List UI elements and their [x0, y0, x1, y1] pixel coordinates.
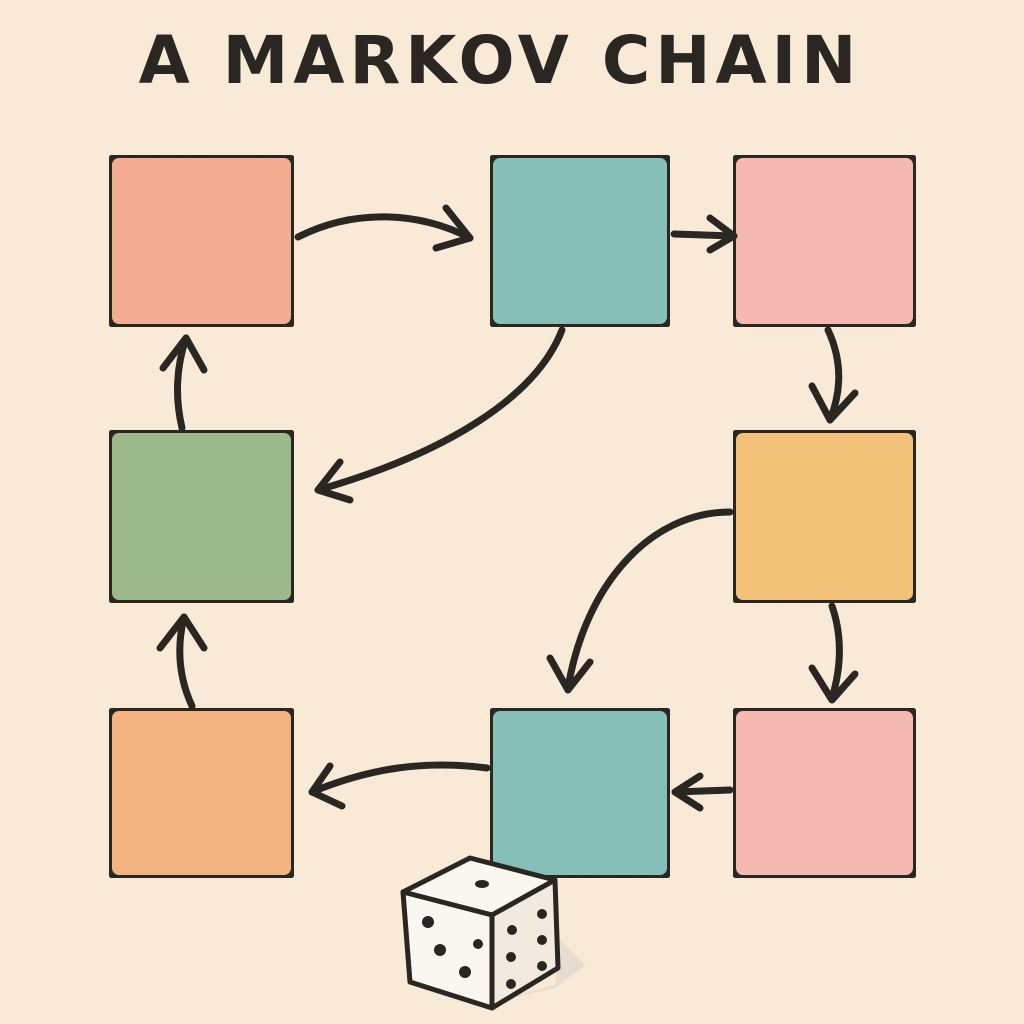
state-middle-right — [730, 427, 919, 606]
dice-icon — [400, 855, 585, 1011]
state-bottom-middle — [487, 705, 673, 881]
state-top-right — [730, 152, 919, 330]
state-top-middle — [487, 152, 673, 330]
transition-arrow — [156, 613, 208, 710]
transitions-layer — [156, 204, 859, 812]
transition-arrow — [808, 602, 859, 704]
transition-arrow — [670, 214, 738, 254]
states-layer — [106, 152, 919, 881]
state-middle-left — [106, 427, 297, 606]
transition-arrow — [808, 326, 859, 424]
transition-arrow — [546, 508, 734, 694]
transition-arrow — [159, 334, 208, 432]
transition-arrow — [308, 761, 491, 810]
transition-arrow — [671, 772, 734, 812]
transition-arrow — [314, 326, 566, 504]
state-top-left — [106, 152, 297, 330]
state-bottom-left — [106, 705, 297, 881]
state-bottom-right — [730, 705, 919, 881]
page-title: A MARKOV CHAIN — [138, 22, 862, 99]
transition-arrow — [294, 204, 474, 252]
